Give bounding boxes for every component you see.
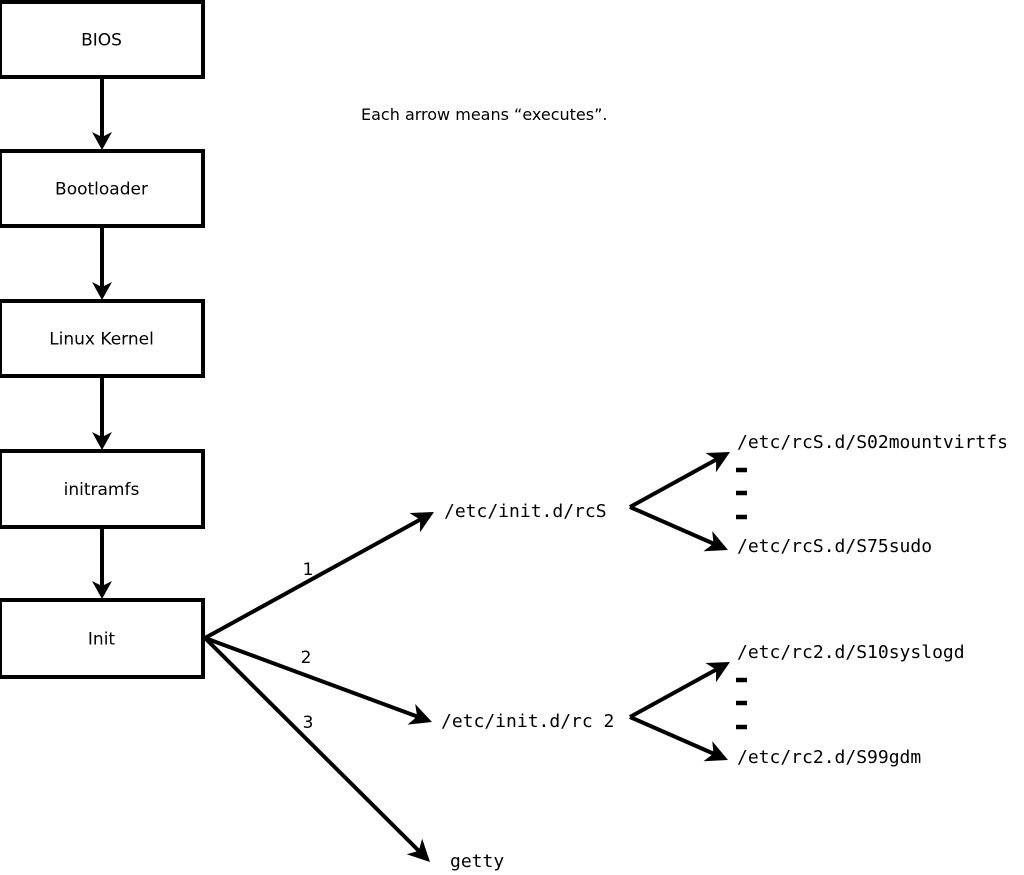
arrow-head-rcs-last-arrow bbox=[703, 531, 728, 552]
arrow-bios-to-bootloader bbox=[92, 77, 112, 150]
box-label-initramfs: initramfs bbox=[64, 480, 140, 500]
arrow-kernel-to-initramfs bbox=[92, 376, 112, 450]
arrow-head-bootloader-to-kernel bbox=[92, 282, 112, 300]
label-rc2-scripts-first: /etc/rc2.d/S10syslogd bbox=[737, 642, 965, 663]
branch-number-3: 3 bbox=[303, 713, 314, 733]
diagram-note: Each arrow means “executes”. bbox=[361, 105, 607, 124]
arrow-head-rcs-first-arrow bbox=[705, 452, 730, 473]
process-box-bootloader[interactable]: Bootloader bbox=[0, 149, 205, 228]
label-target-rc2: /etc/init.d/rc 2 bbox=[441, 711, 614, 732]
label-target-getty: getty bbox=[450, 851, 504, 872]
branch-number-2: 2 bbox=[301, 648, 312, 668]
arrow-head-kernel-to-initramfs bbox=[92, 432, 112, 450]
arrow-branch-3 bbox=[203, 636, 430, 862]
arrow-line-rcs-last-arrow bbox=[629, 505, 716, 547]
process-box-kernel[interactable]: Linux Kernel bbox=[0, 299, 205, 378]
arrow-line-rc2-first-arrow bbox=[629, 666, 719, 719]
box-label-bootloader: Bootloader bbox=[55, 180, 148, 200]
box-outline-initramfs bbox=[0, 449, 205, 529]
box-outline-kernel bbox=[0, 299, 205, 378]
branch-number-1: 1 bbox=[303, 560, 314, 580]
arrow-line-branch-1 bbox=[204, 516, 423, 640]
init-branch-arrow-group bbox=[203, 512, 434, 862]
script-group-container: /etc/rcS.d/S02mountvirtfs/etc/rcS.d/S75s… bbox=[629, 432, 1008, 768]
arrow-initramfs-to-init bbox=[92, 527, 112, 599]
box-outline-bootloader bbox=[0, 149, 205, 228]
script-group-rcs-scripts: /etc/rcS.d/S02mountvirtfs/etc/rcS.d/S75s… bbox=[629, 432, 1008, 557]
vertical-arrow-group bbox=[92, 77, 112, 599]
label-rc2-scripts-last: /etc/rc2.d/S99gdm bbox=[737, 747, 921, 768]
init-target-label-group: /etc/init.d/rcS/etc/init.d/rc 2 getty bbox=[441, 501, 614, 872]
box-label-kernel: Linux Kernel bbox=[49, 330, 154, 350]
arrow-head-bios-to-bootloader bbox=[92, 132, 112, 150]
arrow-line-branch-3 bbox=[203, 636, 422, 854]
arrow-branch-1 bbox=[204, 512, 434, 640]
box-label-bios: BIOS bbox=[81, 31, 122, 51]
arrow-line-rc2-last-arrow bbox=[629, 715, 716, 757]
box-outline-init bbox=[0, 598, 205, 679]
arrow-head-branch-1 bbox=[409, 512, 434, 533]
label-rcs-scripts-last: /etc/rcS.d/S75sudo bbox=[737, 536, 932, 557]
arrow-head-rc2-first-arrow bbox=[705, 662, 730, 683]
box-label-init: Init bbox=[88, 630, 116, 650]
box-outline-bios bbox=[0, 0, 205, 79]
arrow-head-rc2-last-arrow bbox=[703, 741, 728, 762]
arrow-branch-2 bbox=[204, 636, 432, 725]
arrow-head-branch-2 bbox=[407, 704, 432, 725]
arrow-line-rcs-first-arrow bbox=[629, 456, 719, 509]
label-rcs-scripts-first: /etc/rcS.d/S02mountvirtfs bbox=[737, 432, 1008, 453]
arrow-head-initramfs-to-init bbox=[92, 581, 112, 599]
arrow-bootloader-to-kernel bbox=[92, 226, 112, 300]
process-box-initramfs[interactable]: initramfs bbox=[0, 449, 205, 529]
script-group-rc2-scripts: /etc/rc2.d/S10syslogd/etc/rc2.d/S99gdm bbox=[629, 642, 965, 768]
init-branch-number-group: 1 2 3 bbox=[301, 560, 314, 733]
process-box-init[interactable]: Init bbox=[0, 598, 205, 679]
arrow-head-branch-3 bbox=[406, 838, 430, 862]
label-target-rcs: /etc/init.d/rcS bbox=[444, 501, 607, 522]
arrow-line-branch-2 bbox=[204, 636, 420, 720]
process-box-bios[interactable]: BIOS bbox=[0, 0, 205, 79]
